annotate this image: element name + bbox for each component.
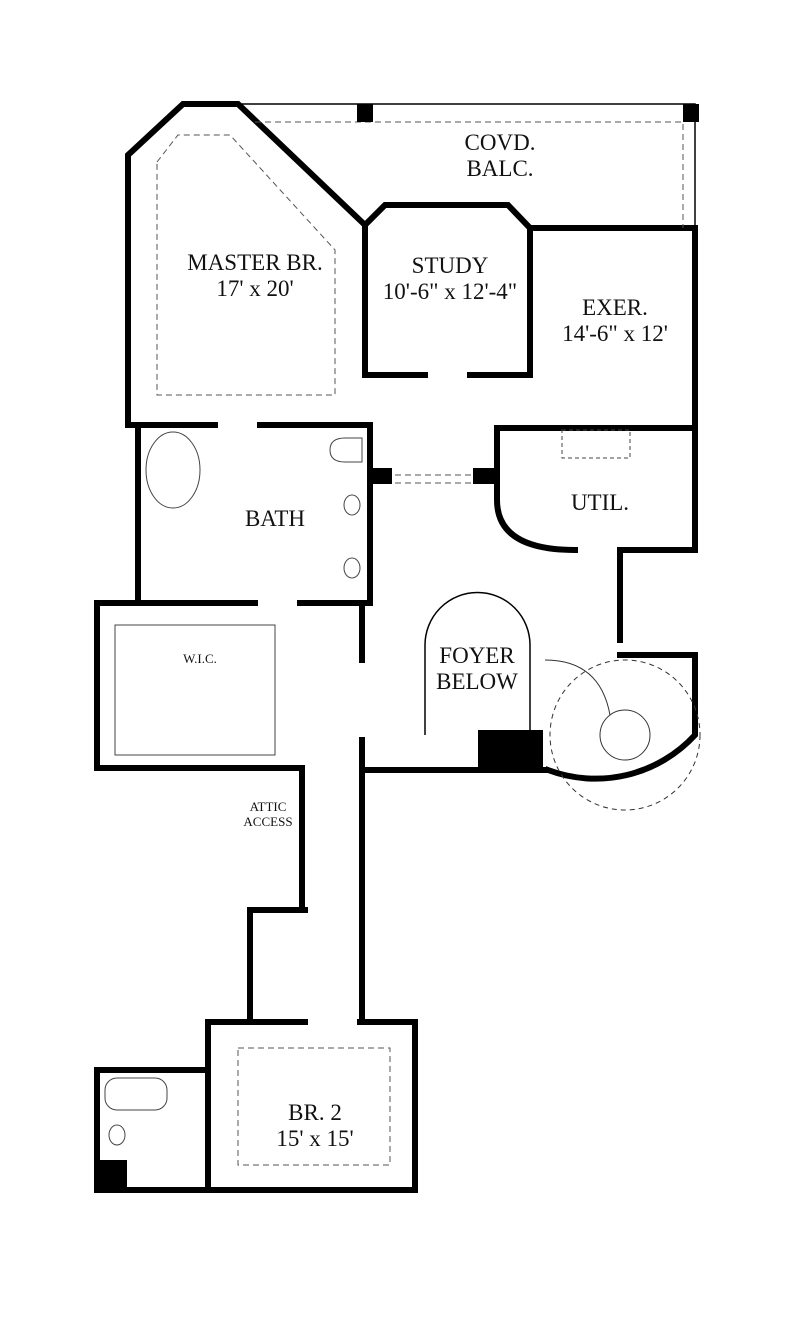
room-label-covd-balc: COVD. BALC. [440, 130, 560, 182]
room-name: COVD. [464, 130, 536, 155]
room-dimensions: 10'-6" x 12'-4" [382, 278, 518, 304]
room-label-study: STUDY 10'-6" x 12'-4" [370, 253, 530, 305]
room-label-master-br: MASTER BR. 17' x 20' [160, 250, 350, 302]
room-name: FOYER [439, 643, 515, 668]
room-name: UTIL. [570, 490, 630, 515]
room-label-foyer-below: FOYER BELOW [427, 643, 527, 695]
room-label-br2: BR. 2 15' x 15' [250, 1100, 380, 1152]
room-label-util: UTIL. [555, 490, 645, 516]
room-label-exer: EXER. 14'-6" x 12' [540, 295, 690, 347]
room-name: BR. 2 [288, 1100, 342, 1125]
room-label-attic-access: ATTIC ACCESS [228, 799, 308, 829]
room-name-line2: BELOW [436, 668, 518, 694]
room-name: BATH [244, 506, 306, 531]
room-name: EXER. [582, 295, 648, 320]
room-label-bath: BATH [230, 506, 320, 532]
room-label-wic: W.I.C. [160, 651, 240, 667]
room-name: ATTIC [249, 799, 287, 814]
fixtures [104, 429, 631, 1146]
room-dimensions: 15' x 15' [276, 1125, 354, 1151]
spiral-stair [544, 659, 701, 811]
columns [97, 104, 699, 1190]
foyer-railing [424, 591, 531, 735]
room-name: W.I.C. [183, 651, 217, 666]
room-name-line2: ACCESS [243, 813, 293, 829]
room-dimensions: 14'-6" x 12' [562, 320, 668, 346]
room-name: MASTER BR. [187, 250, 323, 275]
exterior-walls [94, 101, 698, 1193]
room-name-line2: BALC. [466, 155, 534, 181]
room-dimensions: 17' x 20' [216, 275, 294, 301]
room-name: STUDY [411, 253, 489, 278]
ceiling-lines [156, 121, 684, 1166]
